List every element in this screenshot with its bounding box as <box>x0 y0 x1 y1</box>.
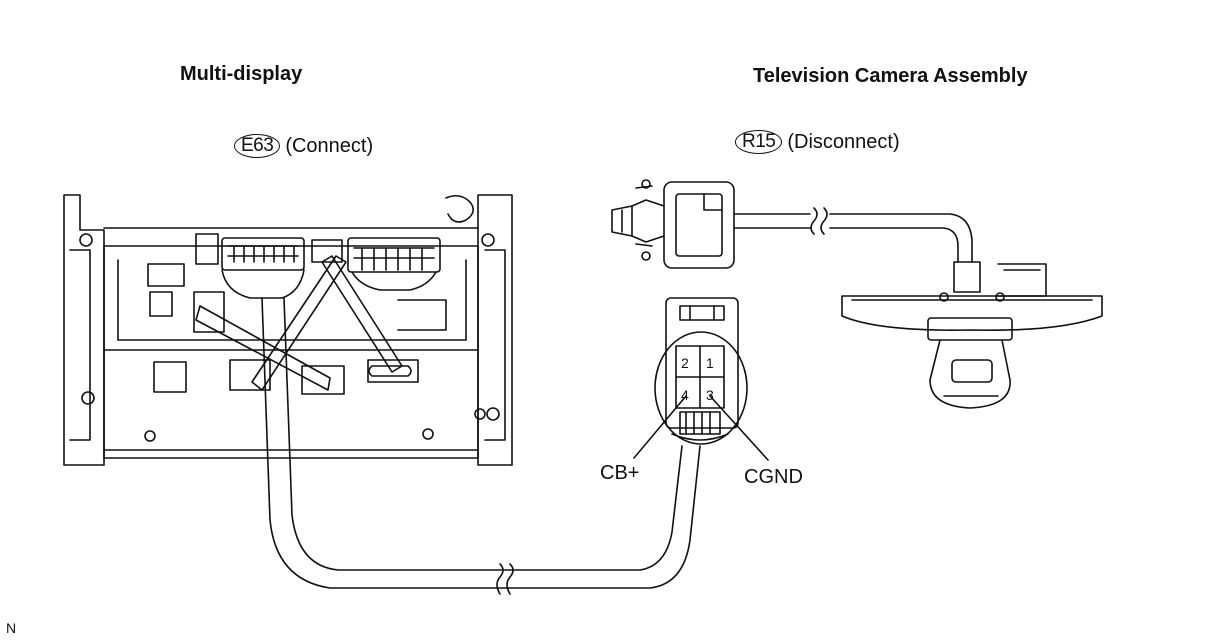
cb-plus-label: CB+ <box>600 462 640 484</box>
r15-camera-connector <box>611 179 973 269</box>
cb-plus-leader <box>633 395 687 459</box>
cgnd-leader <box>709 395 769 461</box>
corner-mark: N <box>6 620 17 636</box>
harness-cable <box>261 297 701 589</box>
e63-state: (Connect) <box>285 134 374 157</box>
camera-assembly <box>841 261 1103 409</box>
r15-harness-connector <box>654 297 748 445</box>
multi-display-unit <box>63 194 513 466</box>
pin-3: 3 <box>706 387 714 403</box>
e63-connector-label: E63 (Connect) <box>234 134 373 158</box>
r15-state: (Disconnect) <box>787 130 900 153</box>
r15-code: R15 <box>735 130 783 154</box>
cgnd-label: CGND <box>744 466 803 488</box>
e63-code: E63 <box>234 134 281 158</box>
pin-4: 4 <box>681 387 689 403</box>
pin-2: 2 <box>681 355 689 371</box>
multi-display-title: Multi-display <box>180 63 303 85</box>
camera-assembly-title: Television Camera Assembly <box>753 65 1028 87</box>
pin-1: 1 <box>706 355 714 371</box>
r15-connector-label: R15 (Disconnect) <box>735 130 900 154</box>
